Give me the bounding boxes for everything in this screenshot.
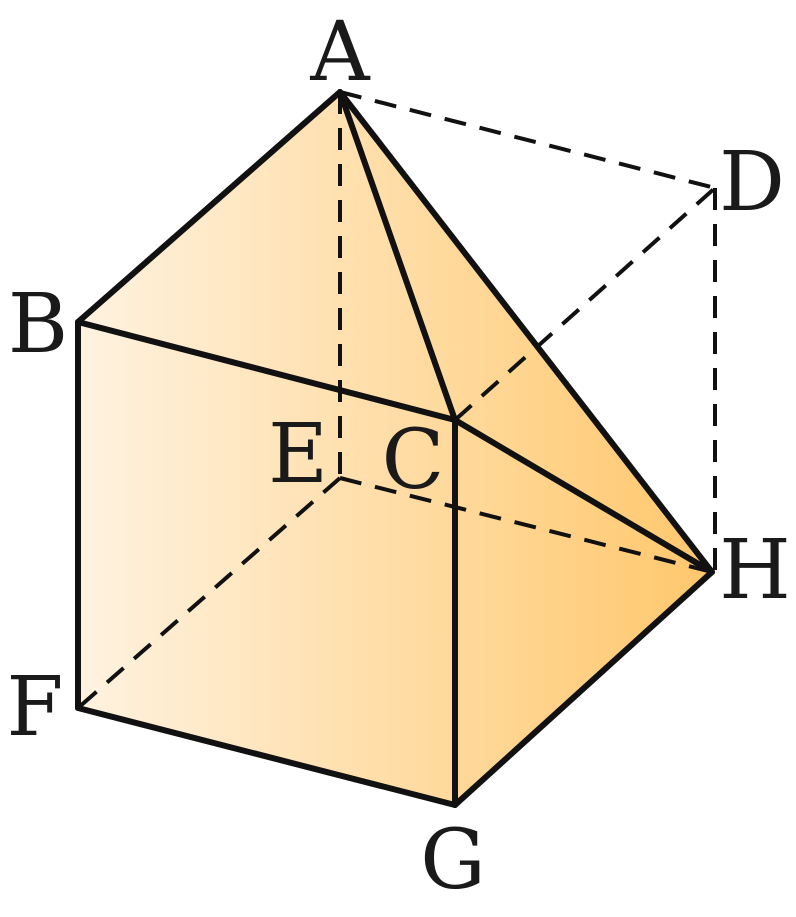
edge-gh: [452, 569, 715, 808]
vertex-label-d: D: [719, 135, 785, 230]
edge-ab: [75, 89, 343, 325]
vertex-label-c: C: [382, 413, 445, 508]
vertex-label-g: G: [420, 813, 486, 908]
vertex-label-b: B: [8, 277, 68, 372]
edge-cd: [453, 186, 717, 422]
edge-ad: [339, 90, 716, 190]
edge-ef: [76, 476, 342, 710]
edge-fg: [75, 705, 458, 808]
vertex-label-e: E: [268, 407, 328, 502]
vertex-label-a: A: [309, 5, 371, 100]
face-bcgf: [78, 322, 455, 805]
edge-bc: [75, 319, 458, 423]
edge-ac: [337, 89, 458, 423]
vertex-label-f: F: [7, 660, 64, 755]
face-abc: [78, 92, 455, 420]
edge-ah: [337, 89, 715, 575]
face-chg: [455, 420, 712, 805]
vertex-label-h: H: [719, 523, 791, 618]
edge-ch: [452, 417, 715, 575]
edge-eh: [339, 476, 713, 574]
